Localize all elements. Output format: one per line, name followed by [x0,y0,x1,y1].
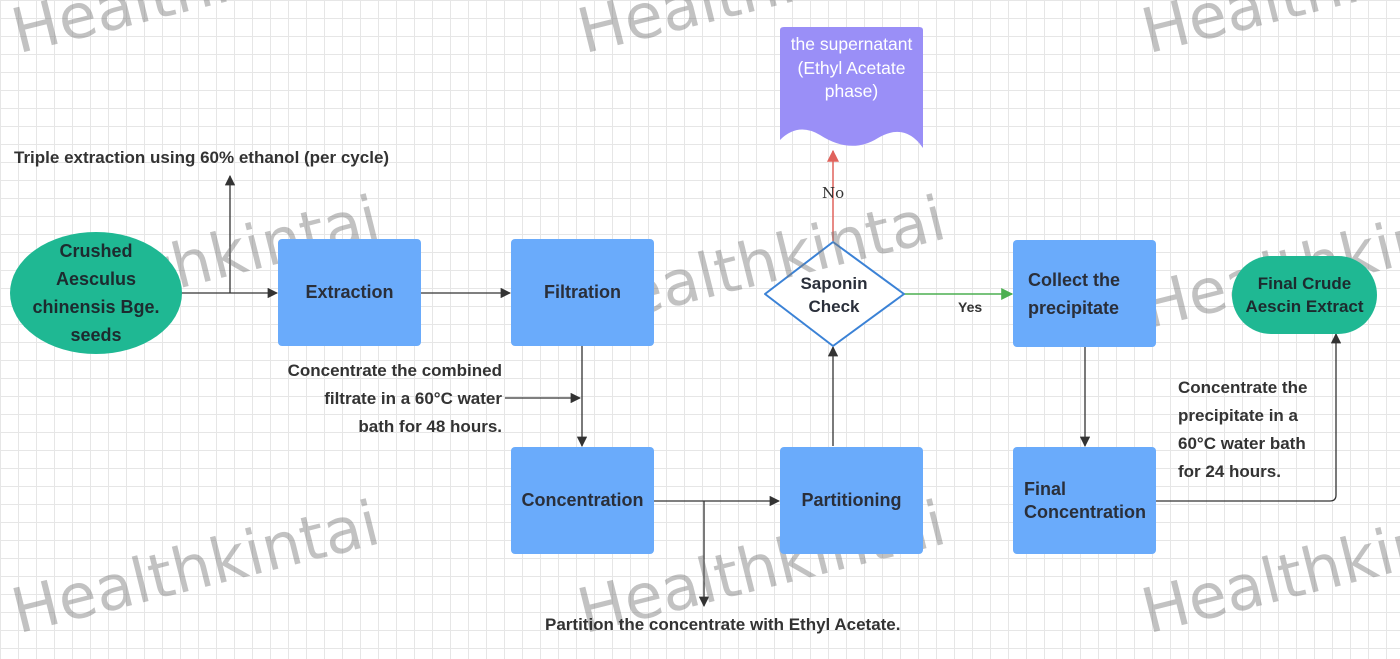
node-extraction[interactable]: Extraction [278,239,421,346]
note-triple-extraction: Triple extraction using 60% ethanol (per… [14,148,390,167]
node-collect-precipitate[interactable]: Collect the precipitate [1013,240,1156,347]
node-extraction-label: Extraction [305,282,394,302]
saponin-check-diamond [764,241,905,347]
node-final-concentration-label: Final Concentration [1024,478,1147,522]
node-final-crude-label: Final Crude Aescin Extract [1245,274,1364,316]
node-crushed-seeds[interactable]: Crushed Aesculus chinensis Bge. seeds [10,232,182,354]
node-saponin-check[interactable]: Saponin Check [778,270,890,320]
node-partitioning-label: Partitioning [801,490,902,510]
node-supernatant[interactable]: the supernatant (Ethyl Acetate phase) [780,33,923,128]
node-crushed-seeds-label: Crushed Aesculus chinensis Bge. seeds [32,241,160,345]
note-concentrate-filtrate: Concentrate the combined filtrate in a 6… [287,361,502,436]
edge-label-no: No [822,184,845,202]
supernatant-shape [780,27,923,148]
node-concentration-label: Concentration [521,490,644,510]
node-concentration[interactable]: Concentration [511,447,654,554]
node-final-crude[interactable]: Final Crude Aescin Extract [1232,256,1377,334]
node-collect-precipitate-label: Collect the precipitate [1028,269,1121,318]
edge-label-yes: Yes [958,299,983,315]
node-supernatant-label: the supernatant (Ethyl Acetate phase) [790,34,913,101]
node-filtration-label: Filtration [544,282,621,302]
node-final-concentration[interactable]: Final Concentration [1013,447,1156,554]
note-concentrate-precipitate: Concentrate the precipitate in a 60°C wa… [1178,378,1308,481]
node-partitioning[interactable]: Partitioning [780,447,923,554]
node-saponin-check-label: Saponin Check [800,274,868,316]
note-partition: Partition the concentrate with Ethyl Ace… [545,615,901,634]
node-filtration[interactable]: Filtration [511,239,654,346]
edge-final-crude [1156,332,1342,502]
